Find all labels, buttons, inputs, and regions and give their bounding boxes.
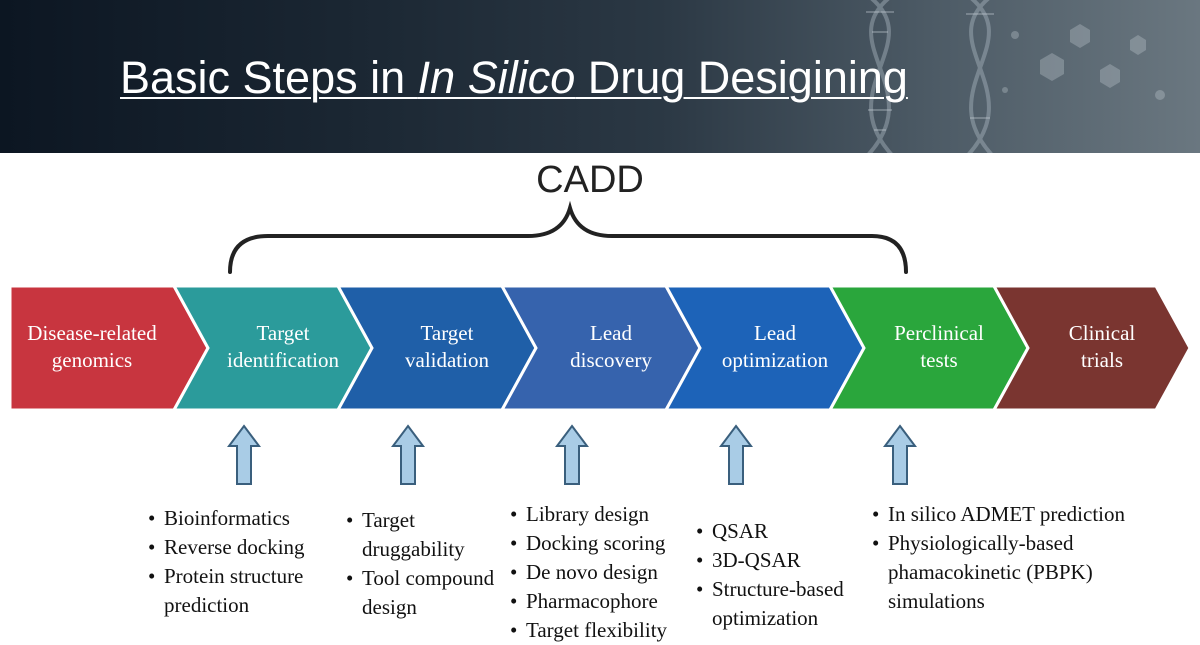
method-item: Target druggability [346, 506, 506, 564]
title-banner: Basic Steps in In Silico Drug Desigining [0, 0, 1200, 153]
stage-label-preclinical-tests-1: Perclinical [894, 321, 984, 345]
methods-target-validation: Target druggability Tool compound design [346, 506, 506, 622]
methods-lead-optimization: QSAR 3D-QSAR Structure-based optimizatio… [696, 517, 861, 633]
method-item: Tool compound design [346, 564, 506, 622]
method-item: De novo design [510, 558, 685, 587]
stage-label-lead-discovery-1: Lead [590, 321, 632, 345]
page-title: Basic Steps in In Silico Drug Desigining [120, 48, 908, 108]
method-item: Physiologically-based phamacokinetic (PB… [872, 529, 1132, 616]
up-arrow-icon-preclinical-tests [883, 424, 917, 485]
stage-label-lead-discovery-2: discovery [570, 348, 652, 372]
method-item: Protein structure prediction [148, 562, 338, 620]
stage-label-lead-optimization-2: optimization [722, 348, 829, 372]
stage-label-clinical-trials-2: trials [1081, 348, 1123, 372]
method-item: In silico ADMET prediction [872, 500, 1132, 529]
methods-target-identification: Bioinformatics Reverse docking Protein s… [148, 504, 338, 620]
method-item: Library design [510, 500, 685, 529]
stage-label-disease-related-genomics-2: genomics [52, 348, 132, 372]
stage-arrow-clinical-trials [991, 284, 1192, 412]
pipeline-diagram: Disease-related genomics Target identificat… [8, 200, 1192, 485]
method-item: Docking scoring [510, 529, 685, 558]
up-arrow-icon-lead-discovery [555, 424, 589, 485]
stage-label-disease-related-genomics-1: Disease-related [27, 321, 157, 345]
up-arrow-icon-target-validation [391, 424, 425, 485]
method-item: Bioinformatics [148, 504, 338, 533]
stage-label-clinical-trials-1: Clinical [1069, 321, 1136, 345]
stage-label-lead-optimization-1: Lead [754, 321, 796, 345]
stage-label-target-validation-2: validation [405, 348, 489, 372]
title-italic-text: In Silico [417, 52, 576, 103]
up-arrow-icon-target-identification [227, 424, 261, 485]
method-item: Structure-based optimization [696, 575, 861, 633]
stage-label-preclinical-tests-2: tests [920, 348, 957, 372]
stage-label-target-identification-1: Target [257, 321, 310, 345]
method-item: Pharmacophore [510, 587, 685, 616]
method-item: Target flexibility [510, 616, 685, 645]
cadd-brace [228, 200, 908, 274]
dna-helix-decoration [866, 0, 1165, 153]
methods-preclinical-tests: In silico ADMET prediction Physiological… [872, 500, 1132, 616]
cadd-label: CADD [536, 159, 644, 201]
method-item: QSAR [696, 517, 861, 546]
up-arrow-icon-lead-optimization [719, 424, 753, 485]
title-text-end: Drug Desigining [575, 52, 908, 103]
stage-label-target-validation-1: Target [421, 321, 474, 345]
methods-lead-discovery: Library design Docking scoring De novo d… [510, 500, 685, 645]
stage-label-target-identification-2: identification [227, 348, 339, 372]
title-text: Basic Steps in [120, 52, 418, 103]
method-item: 3D-QSAR [696, 546, 861, 575]
method-item: Reverse docking [148, 533, 338, 562]
